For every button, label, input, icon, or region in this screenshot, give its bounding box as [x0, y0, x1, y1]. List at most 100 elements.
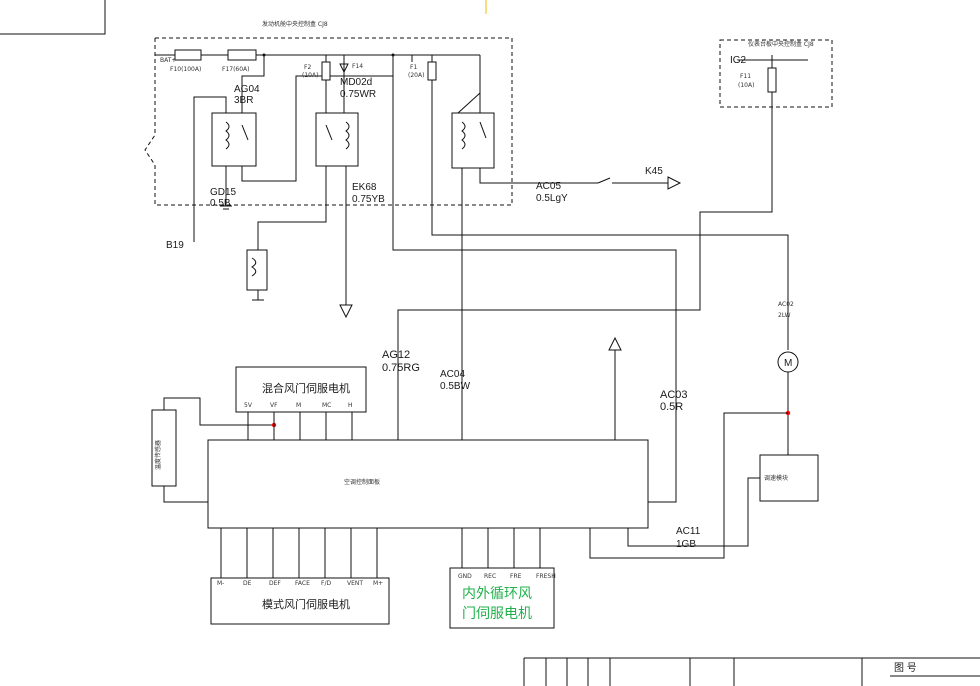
f14-label: F14: [352, 63, 363, 70]
ac05-wire: [479, 168, 598, 184]
title-block-grid: [523, 657, 980, 686]
mode-servo-label: 模式风门伺服电机: [262, 597, 350, 611]
md02d-wire-label: 0.75WR: [340, 89, 376, 100]
ac03-wire: [392, 55, 677, 503]
battery-label: BAT+: [160, 57, 176, 64]
engine-box-outline: [144, 37, 513, 206]
sensor-wire-top: [163, 397, 274, 426]
recirc-pin-label: FRE: [510, 573, 522, 580]
ac03-wire-label: 0.5R: [660, 401, 683, 413]
mix-servo-motor: [235, 366, 367, 413]
gd15-wire: 0.5B: [210, 198, 231, 209]
motor-symbol: M: [784, 358, 792, 369]
ac02-wire-label: 2LW: [778, 312, 791, 319]
ac02-label: AC02: [778, 301, 794, 308]
ac11-wire: [589, 412, 788, 559]
f17-fuse: [227, 49, 257, 61]
f1-fuse: [427, 61, 437, 81]
ag12-wire-label: 0.75RG: [382, 362, 420, 374]
module-label: 调速模块: [764, 474, 788, 482]
clutch-coil-icon: [251, 257, 257, 277]
compressor-clutch: [246, 249, 268, 291]
f10-fuse: [174, 49, 202, 61]
recirc-pin-label: FRESH: [536, 573, 556, 580]
recirc-pin-label: REC: [484, 573, 496, 580]
ac11-label: AC11: [676, 526, 701, 537]
blower-speed-module: [759, 454, 819, 502]
sensor-label: 温度传感器: [154, 440, 162, 470]
mode-servo-motor: [210, 577, 390, 625]
mix-servo-pins: 5V VF M MC H: [244, 402, 353, 440]
relay-switch-icon: [241, 124, 249, 141]
sensor-wire-bottom: [163, 486, 208, 503]
ac-relay: [315, 112, 359, 167]
ac05-label: AC05: [536, 181, 561, 192]
b19-label: B19: [166, 240, 184, 251]
relay1-coil-feed: [193, 96, 227, 242]
md02d-label: MD02d: [340, 77, 372, 88]
connector-arrow-icon: [608, 336, 622, 351]
relay2-to-compressor: [257, 166, 327, 250]
temp-sensor: [151, 409, 177, 487]
mix-pin-label: M: [296, 402, 301, 409]
f17-label: F17(60A): [222, 66, 250, 73]
mix-pin-label: VF: [270, 402, 278, 409]
ac04-label: AC04: [440, 369, 465, 380]
mix-servo-label: 混合风门伺服电机: [262, 381, 350, 395]
relay-coil-icon: [461, 121, 466, 150]
ac11-wire-label: 1GB: [676, 539, 696, 550]
mode-pin-label: M+: [373, 580, 383, 587]
switch-icon: [597, 177, 611, 184]
relay-coil-icon: [345, 121, 350, 150]
gd15-label: GD15: [210, 187, 237, 198]
mix-pin-label: H: [348, 402, 353, 409]
f1-rating: (20A): [408, 72, 424, 79]
mix-pin-label: 5V: [244, 402, 253, 409]
recirc-servo-label-line1: 内外循环风: [462, 586, 532, 602]
recirc-servo-motor: [449, 567, 555, 629]
ac03-label: AC03: [660, 389, 688, 401]
mix-pin-label: MC: [322, 402, 331, 409]
mode-servo-pins: M- DE DEF FACE F/D VENT M+: [217, 528, 383, 587]
recirc-servo-label-line2: 门伺服电机: [462, 606, 532, 622]
ac-controller: [207, 439, 649, 529]
ek68-wire-label: 0.75YB: [352, 194, 385, 205]
f10-label: F10(100A): [170, 66, 201, 73]
mode-pin-label: DEF: [269, 580, 281, 587]
relay-switch-icon: [325, 124, 333, 141]
f1-to-blower: [411, 55, 789, 350]
mode-pin-label: M-: [217, 580, 224, 587]
relay-switch-icon: [479, 121, 487, 139]
ag04-label: AG04: [234, 84, 260, 95]
recirc-pin-label: GND: [458, 573, 472, 580]
ag12-label: AG12: [382, 349, 410, 361]
relay-coil-icon: [225, 121, 230, 150]
mode-pin-label: VENT: [347, 580, 363, 587]
relay3-bridge: [457, 92, 481, 114]
mode-pin-label: FACE: [295, 580, 310, 587]
ac04-wire-label: 0.5BW: [440, 381, 471, 392]
blower-relay: [211, 112, 257, 167]
connector-arrow-icon: [339, 304, 353, 319]
f2-name: F2: [304, 64, 311, 71]
drawing-number-label: 图 号: [894, 662, 917, 674]
ag04-wire: 3BR: [234, 95, 253, 106]
mode-pin-label: F/D: [321, 580, 331, 587]
controller-label: 空调控制面板: [344, 478, 380, 486]
f1-name: F1: [410, 64, 417, 71]
corner-frame: [0, 0, 106, 35]
f11-fuse: [767, 67, 777, 93]
instrument-box-outline: [719, 39, 833, 108]
f17-to-relay1: [241, 54, 265, 113]
engine-box-title: 发动机舱中央控制盒 CJ8: [262, 20, 328, 28]
ek68-label: EK68: [352, 182, 377, 193]
mode-pin-label: DE: [243, 580, 252, 587]
f2-rating: (10A): [302, 72, 318, 79]
recirc-servo-pins: GND REC FRE FRESH: [458, 528, 556, 580]
bus-node: [262, 53, 266, 57]
ac05-wire-label: 0.5LgY: [536, 193, 568, 204]
ag12-wire: [397, 92, 773, 440]
f2-fuse: [321, 61, 331, 81]
instrument-box-title: 仪表台板中央控制盒 CJ8: [748, 40, 814, 48]
